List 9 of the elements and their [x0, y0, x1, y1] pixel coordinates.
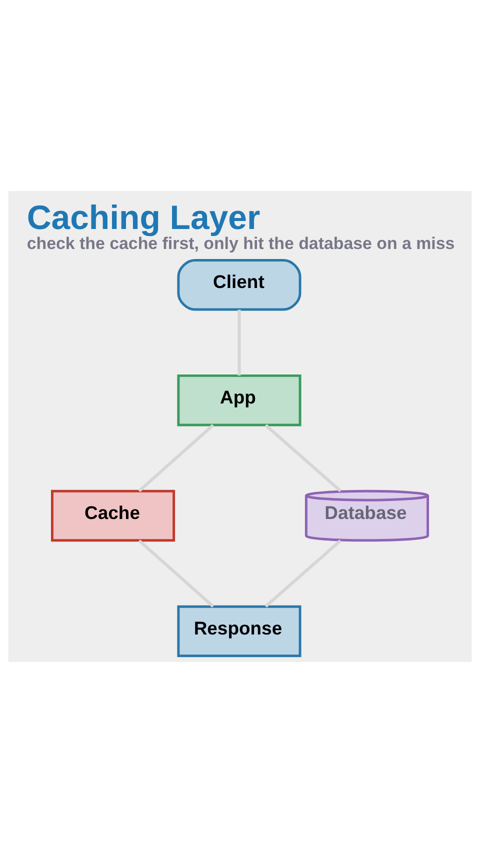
connector — [264, 424, 342, 492]
node-box: Client — [177, 259, 302, 311]
node-box: App — [177, 374, 302, 426]
connector — [138, 539, 214, 608]
node-box: Cache — [50, 490, 176, 542]
node-box: Response — [177, 605, 302, 658]
diagram-title: Caching Layer — [26, 198, 260, 237]
connector — [138, 424, 214, 492]
connector — [264, 539, 342, 608]
